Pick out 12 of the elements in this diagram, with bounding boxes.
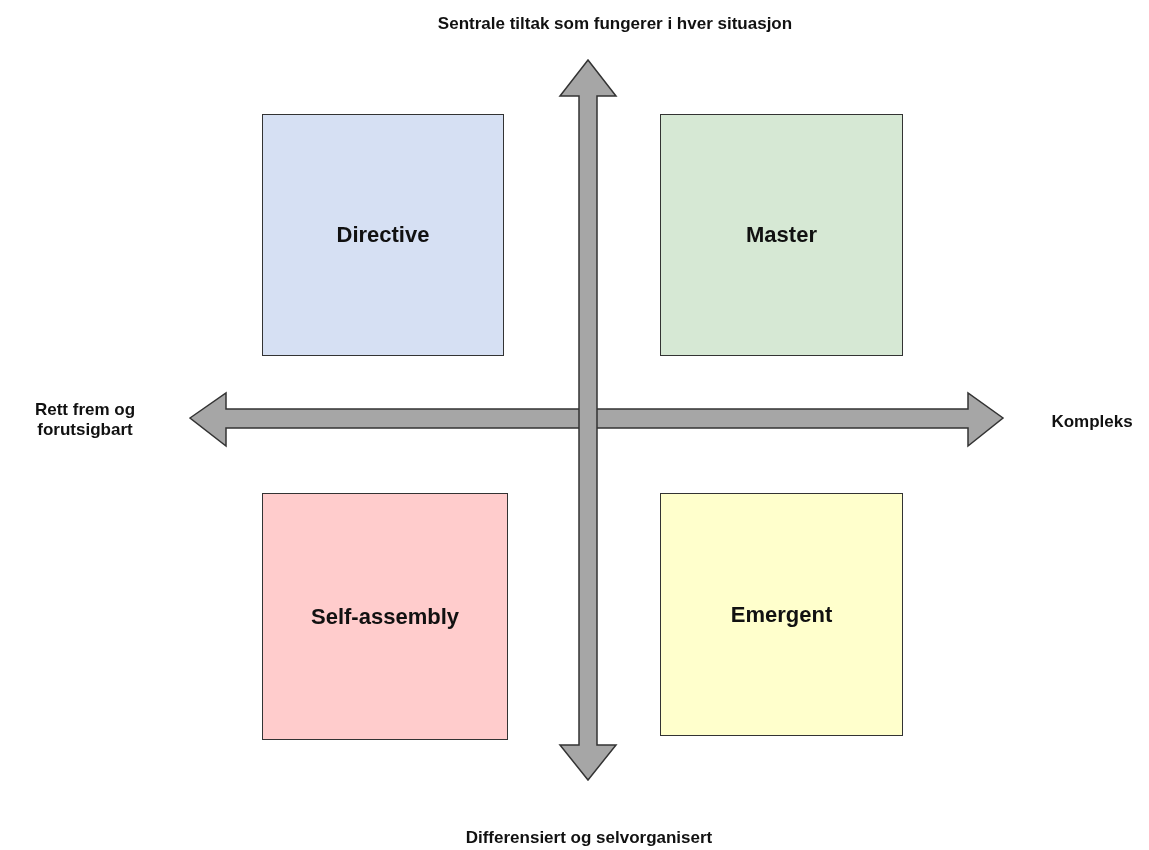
- axis-label: Sentrale tiltak som fungerer i hver situasjon: [436, 14, 794, 35]
- axis-label: Kompleks: [1050, 412, 1134, 433]
- quadrant-label: Directive: [336, 222, 430, 248]
- quadrant-box: [660, 114, 903, 356]
- axis-label: Rett frem og forutsigbart: [33, 400, 137, 441]
- quadrant-label: Self-assembly: [311, 603, 459, 630]
- quadrant-label: Master: [746, 222, 817, 248]
- quadrant-label: Emergent: [730, 601, 833, 628]
- quadrant-box: [262, 114, 504, 356]
- quadrant-box: [660, 493, 903, 736]
- quadrant-box: [262, 493, 508, 740]
- axis-label: Differensiert og selvorganisert: [464, 828, 714, 849]
